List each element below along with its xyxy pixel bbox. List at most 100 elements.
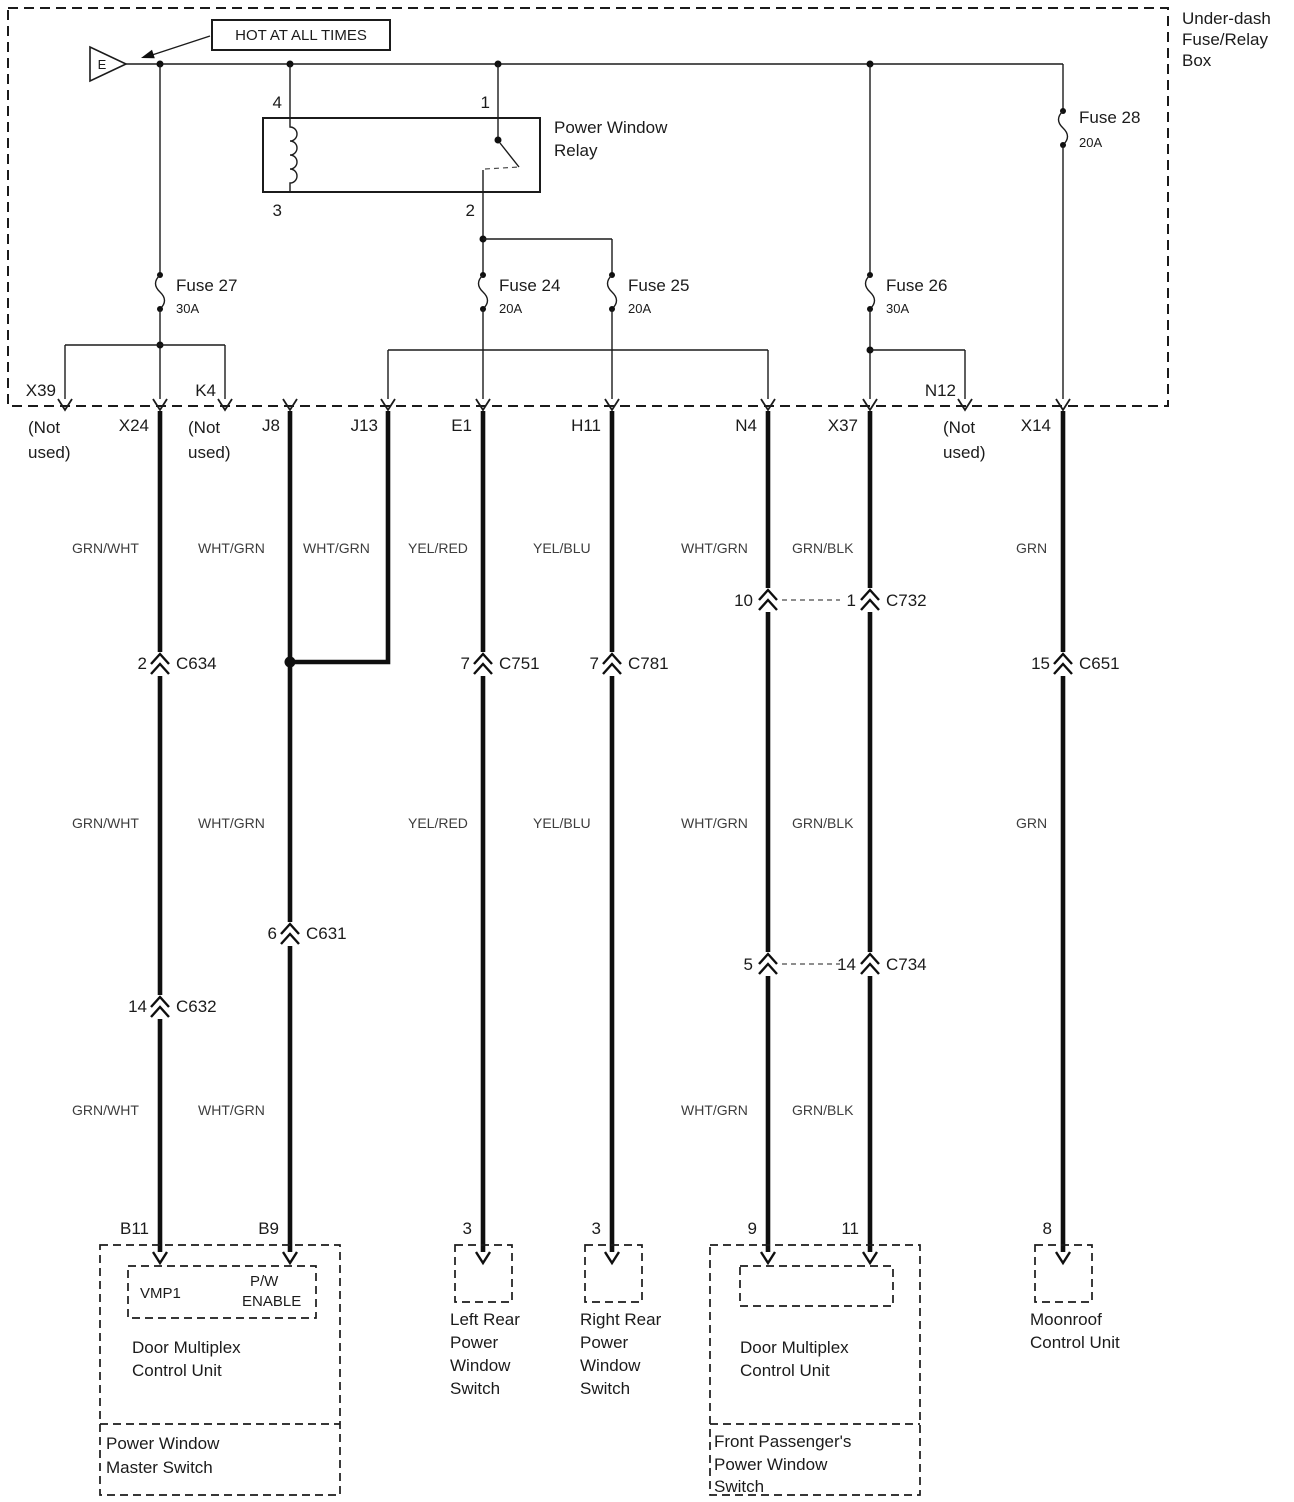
fuse-24-circuit: Fuse 24 20A xyxy=(477,272,560,399)
terminal-x24-connector xyxy=(152,398,168,412)
splice-dot xyxy=(284,656,296,668)
component-name-line: Window xyxy=(450,1356,511,1375)
relay-box xyxy=(262,117,541,193)
connector-chevron xyxy=(758,588,778,601)
wire-color-label: YEL/RED xyxy=(408,540,468,556)
component-name-line: Switch xyxy=(450,1379,500,1398)
wire-color-label: GRN xyxy=(1016,540,1047,556)
pin-label: B9 xyxy=(258,1219,279,1238)
connector-name-label: C751 xyxy=(499,654,540,673)
connector-c651: 15 C651 xyxy=(1031,652,1120,675)
fuse-name-label: Fuse 27 xyxy=(176,276,237,295)
wire-x14: GRN GRN xyxy=(1016,411,1066,1252)
unit-name-line: Control Unit xyxy=(740,1361,830,1380)
right-rear-switch-box xyxy=(584,1244,643,1303)
terminal-k4-connector xyxy=(217,398,233,412)
wire-endpoint-arrow xyxy=(1054,1251,1072,1266)
moonroof-unit-box xyxy=(1034,1244,1093,1303)
wire-color-label: YEL/RED xyxy=(408,815,468,831)
fuse-25-circuit: Fuse 25 20A xyxy=(606,272,689,399)
fuse-27-symbol xyxy=(154,274,166,310)
connector-chevron xyxy=(758,952,778,965)
wire-color-label: GRN/BLK xyxy=(792,540,854,556)
pin-label: 3 xyxy=(463,1219,472,1238)
wire-segment xyxy=(293,411,391,665)
component-name-line: Power xyxy=(450,1333,499,1352)
terminal-x37-connector xyxy=(862,398,878,412)
component-name-line: Right Rear xyxy=(580,1310,662,1329)
wire-endpoint-arrow xyxy=(861,1251,879,1266)
component-name-line: Window xyxy=(580,1356,641,1375)
fuse-rating-label: 20A xyxy=(1079,135,1102,150)
wire-color-label: WHT/GRN xyxy=(681,540,748,556)
component-front-passenger-power-window-switch: Door Multiplex Control Unit Front Passen… xyxy=(709,1244,921,1496)
connector-chevron xyxy=(602,652,622,665)
component-name-line: Power Window xyxy=(106,1434,220,1453)
connector-chevron xyxy=(758,962,778,975)
wire-color-label: WHT/GRN xyxy=(303,540,370,556)
relay-coil xyxy=(289,118,298,192)
pin-label: 9 xyxy=(748,1219,757,1238)
connector-chevron xyxy=(1053,662,1073,675)
power-source-symbol xyxy=(89,45,128,83)
wire-endpoint-arrow xyxy=(759,1251,777,1266)
connector-c632: 14 C632 xyxy=(128,995,217,1018)
terminal-j13-connector xyxy=(380,398,396,412)
wire-j8: WHT/GRN WHT/GRN WHT/GRN xyxy=(198,411,296,1252)
connector-chevron xyxy=(602,662,622,675)
fuse-name-label: Fuse 26 xyxy=(886,276,947,295)
connector-pin-label: 14 xyxy=(128,997,147,1016)
relay-pin-label: 4 xyxy=(273,93,282,112)
wire-color-label: GRN xyxy=(1016,815,1047,831)
hot-callout-arrow-line xyxy=(145,35,211,58)
terminal-label: X39 xyxy=(26,381,56,400)
wire-endpoint-arrow xyxy=(474,1251,492,1266)
not-used-label: used) xyxy=(28,443,71,462)
under-dash-fuse-relay-box: Under-dash Fuse/Relay Box xyxy=(7,7,1271,407)
not-used-label: used) xyxy=(188,443,231,462)
passenger-switch-box xyxy=(709,1244,921,1496)
wire-color-label: WHT/GRN xyxy=(681,1102,748,1118)
terminal-label: X24 xyxy=(119,416,149,435)
connector-pin-label: 6 xyxy=(268,924,277,943)
connector-pin-label: 5 xyxy=(744,955,753,974)
relay-name-line: Relay xyxy=(554,141,598,160)
connector-pin-label: 2 xyxy=(138,654,147,673)
connector-chevron xyxy=(473,662,493,675)
master-switch-box xyxy=(99,1244,341,1496)
not-used-label: (Not xyxy=(943,418,975,437)
terminal-label: K4 xyxy=(195,381,216,400)
connector-chevron xyxy=(860,962,880,975)
connector-name-label: C732 xyxy=(886,591,927,610)
relay-pin-label: 3 xyxy=(273,201,282,220)
connector-c634: 2 C634 xyxy=(138,652,217,675)
connector-chevron xyxy=(1053,652,1073,665)
terminal-x39-connector xyxy=(57,398,73,412)
component-name-line: Master Switch xyxy=(106,1458,213,1477)
connector-c732: 10 1 C732 xyxy=(734,588,927,611)
master-switch-terminal-box xyxy=(127,1265,317,1319)
relay-arm-link xyxy=(484,166,520,170)
component-name-line: Power Window xyxy=(714,1455,828,1474)
component-name-line: Left Rear xyxy=(450,1310,520,1329)
j13-n4-internal-jumper xyxy=(387,349,769,399)
component-name-line: Front Passenger's xyxy=(714,1432,851,1451)
fuse-name-label: Fuse 25 xyxy=(628,276,689,295)
terminal-n12-connector xyxy=(957,398,973,412)
pin-label: 11 xyxy=(841,1219,859,1238)
connector-name-label: C632 xyxy=(176,997,217,1016)
wire-color-label: WHT/GRN xyxy=(198,540,265,556)
connector-name-label: C631 xyxy=(306,924,347,943)
fuse-box-title-line: Fuse/Relay xyxy=(1182,30,1268,49)
terminal-n4-connector xyxy=(760,398,776,412)
unit-name-line: Control Unit xyxy=(132,1361,222,1380)
connector-name-label: C781 xyxy=(628,654,669,673)
wire-color-label: WHT/GRN xyxy=(198,815,265,831)
terminal-label: H11 xyxy=(571,416,601,435)
component-name-line: Moonroof xyxy=(1030,1310,1102,1329)
wire-j13: WHT/GRN xyxy=(293,411,391,665)
wire-endpoint-arrow xyxy=(151,1251,169,1266)
hot-callout-arrow-head xyxy=(141,49,155,59)
not-used-label: (Not xyxy=(28,418,60,437)
